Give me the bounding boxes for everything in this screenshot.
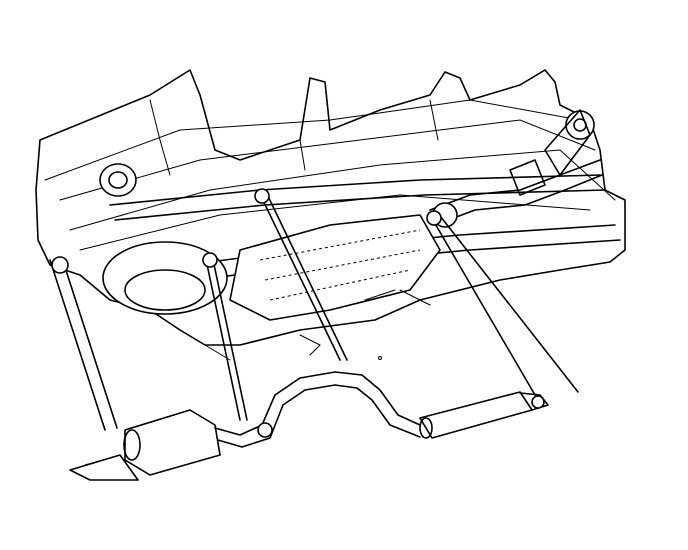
rear-muffler: [419, 391, 533, 439]
tailpipe: [519, 392, 549, 411]
vehicle-underbody: [35, 69, 626, 346]
exhaust-pipe: [214, 371, 421, 448]
frame-rail-left: [109, 174, 606, 221]
fastener-details: [204, 289, 431, 361]
spare-tire: [99, 163, 228, 315]
front-muffler: [69, 409, 221, 481]
exhaust-hangers: [49, 188, 579, 431]
